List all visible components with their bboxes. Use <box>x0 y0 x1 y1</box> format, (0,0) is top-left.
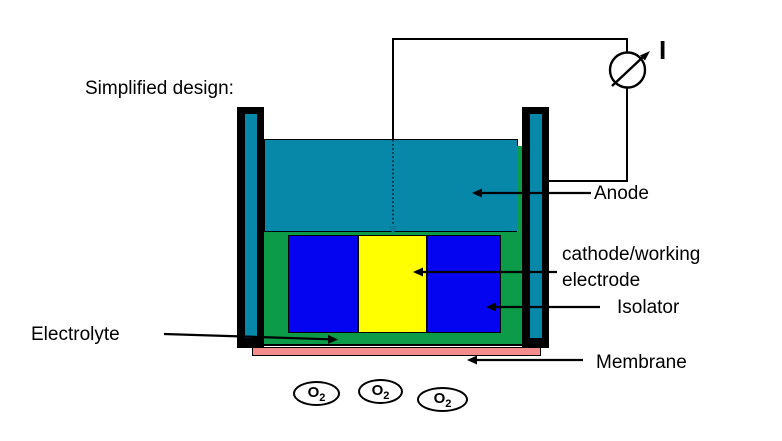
page-title: Simplified design: <box>85 78 234 99</box>
oxygen-bubble: O2 <box>417 387 468 412</box>
current-label: I <box>659 35 667 65</box>
anode-label: Anode <box>594 183 649 204</box>
cathode-label-line2: electrode <box>562 270 641 291</box>
membrane-strip <box>252 347 541 356</box>
oxygen-label: O2 <box>371 381 390 402</box>
membrane-label: Membrane <box>596 352 687 373</box>
cathode-label-line1: cathode/working <box>562 244 701 265</box>
membrane-arrowhead <box>467 355 477 365</box>
electrolyte-sliver <box>517 146 522 232</box>
electrolyte-label: Electrolyte <box>31 324 120 345</box>
left-electrode-rod <box>237 107 264 348</box>
cathode-label: cathode/working electrode <box>562 242 732 294</box>
oxygen-bubble: O2 <box>293 381 340 406</box>
circuit-wire-top <box>392 38 628 139</box>
oxygen-bubble: O2 <box>358 379 403 404</box>
isolator-block-left <box>288 235 358 333</box>
current-meter-arrow <box>611 55 645 87</box>
anode-region <box>264 139 518 232</box>
left-electrode-rod-core <box>245 114 257 338</box>
right-electrode-rod <box>522 107 549 348</box>
circuit-wire-right <box>549 88 628 182</box>
current-meter-icon <box>608 51 647 89</box>
cathode-block <box>358 235 427 333</box>
right-electrode-rod-core <box>530 114 542 338</box>
isolator-label: Isolator <box>617 297 680 318</box>
current-meter-arrowhead <box>640 51 650 61</box>
isolator-block-right <box>427 235 501 333</box>
oxygen-label: O2 <box>307 383 326 404</box>
oxygen-label: O2 <box>433 389 452 410</box>
